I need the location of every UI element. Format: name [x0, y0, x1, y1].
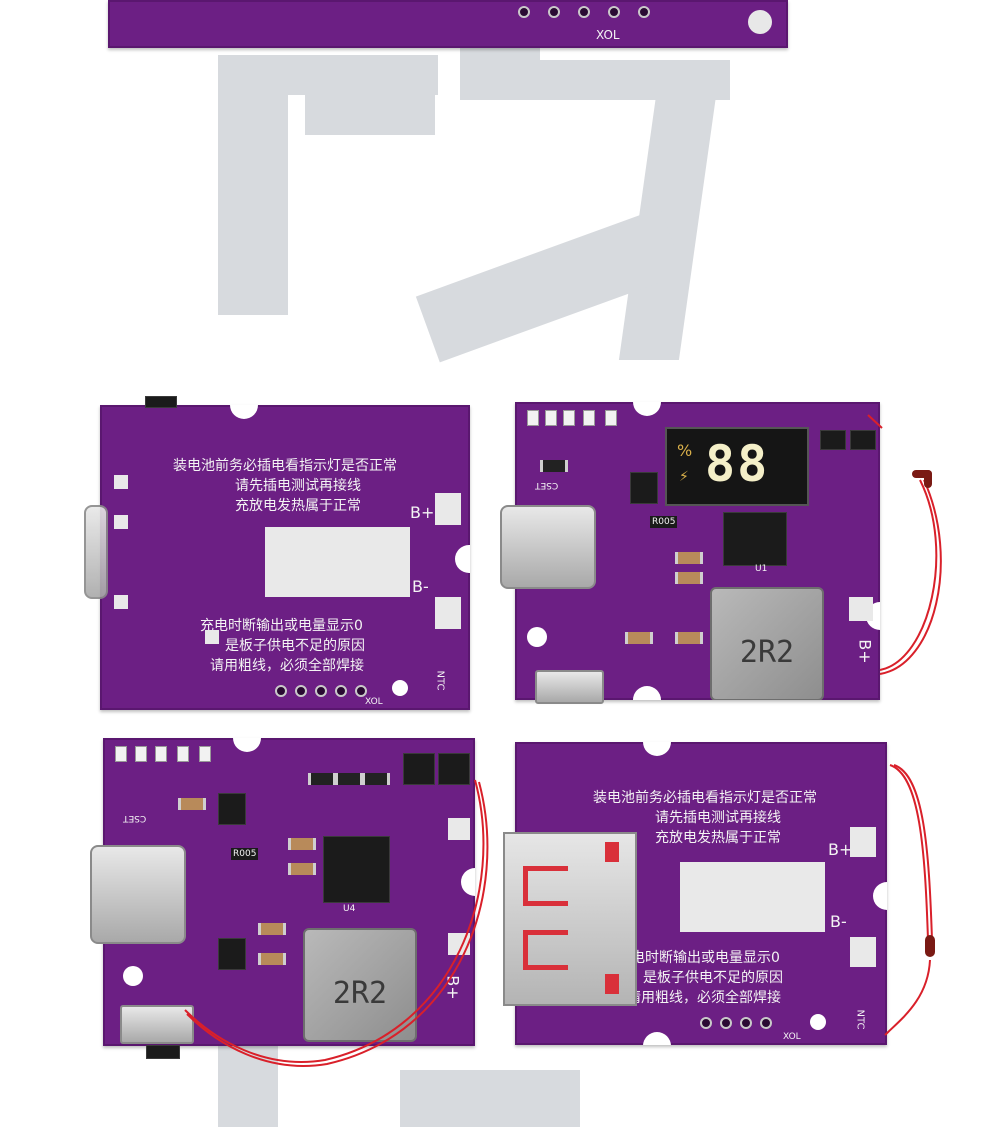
- thermistor-probe: [925, 935, 935, 957]
- warning-line-4: 充电时断输出或电量显示0: [200, 618, 363, 634]
- led-d1: [177, 746, 189, 762]
- led-d4: [527, 410, 539, 426]
- r005-label: R005: [231, 848, 259, 860]
- inductor-label: 2R2: [739, 635, 795, 671]
- warning-line-2: 请先插电测试再接线: [235, 478, 361, 494]
- led-d2: [155, 746, 167, 762]
- thermistor-wire: [184, 779, 489, 1067]
- pad-b-minus: [435, 597, 461, 629]
- pcb-board-top-partial: XOL: [108, 0, 788, 48]
- u1-label: U1: [755, 564, 768, 574]
- usb-a-port: [503, 832, 637, 1006]
- thermistor-probe: [924, 470, 932, 488]
- xol-label: XOL: [596, 28, 620, 42]
- switch-slider: [535, 670, 604, 704]
- ic-u1: [723, 512, 787, 566]
- display-percent-icon: %: [677, 441, 693, 460]
- usb-c-port: [90, 845, 186, 944]
- b-plus-label: B+: [828, 840, 853, 859]
- lightning-icon: ⚡: [679, 469, 689, 485]
- xol-label: XOL: [783, 1032, 801, 1042]
- warning-line-6: 请用粗线，必须全部焊接: [627, 990, 781, 1006]
- led-d3: [545, 410, 557, 426]
- ic-u4: [323, 836, 390, 903]
- ntc-label: NTC: [434, 670, 446, 691]
- led-d5: [605, 410, 617, 426]
- cset-label: CSET: [123, 813, 147, 823]
- xol-label: XOL: [365, 697, 383, 707]
- b-plus-label: B+: [410, 503, 435, 522]
- led-d5: [199, 746, 211, 762]
- warning-line-3: 充放电发热属于正常: [655, 830, 781, 846]
- b-minus-label: B-: [830, 912, 847, 931]
- thermistor-wire: [867, 414, 942, 675]
- center-pad: [680, 862, 825, 932]
- warning-line-5: 是板子供电不足的原因: [643, 970, 783, 986]
- led-d1: [583, 410, 595, 426]
- warning-line-4: 充电时断输出或电量显示0: [617, 950, 780, 966]
- display-digits: 88: [705, 435, 770, 493]
- thermistor-wire: [884, 764, 933, 1036]
- warning-line-1: 装电池前务必插电看指示灯是否正常: [593, 790, 817, 806]
- cset-label: CSET: [535, 480, 559, 490]
- switch-slider: [120, 1005, 194, 1044]
- warning-line-5: 是板子供电不足的原因: [225, 638, 365, 654]
- usb-c-port: [84, 505, 108, 599]
- warning-line-1: 装电池前务必插电看指示灯是否正常: [173, 458, 397, 474]
- led-d2: [563, 410, 575, 426]
- led-display: % ⚡ 88: [665, 427, 809, 506]
- b-minus-label: B-: [412, 577, 429, 596]
- ntc-label: NTC: [854, 1009, 866, 1030]
- pcb-board-1: 装电池前务必插电看指示灯是否正常 请先插电测试再接线 充放电发热属于正常 充电时…: [100, 405, 470, 710]
- led-d3: [135, 746, 147, 762]
- inductor: 2R2: [303, 928, 417, 1042]
- u4-label: U4: [343, 904, 356, 914]
- warning-line-2: 请先插电测试再接线: [655, 810, 781, 826]
- warning-line-6: 请用粗线，必须全部焊接: [210, 658, 364, 674]
- center-pad: [265, 527, 410, 597]
- switch-button: [146, 1045, 180, 1059]
- usb-c-port: [500, 505, 596, 589]
- inductor-label: 2R2: [332, 976, 388, 1012]
- warning-line-3: 充放电发热属于正常: [235, 498, 361, 514]
- r005-label: R005: [650, 516, 678, 528]
- inductor: 2R2: [710, 587, 824, 700]
- switch-button: [145, 396, 177, 408]
- pad-b-plus: [435, 493, 461, 525]
- led-d4: [115, 746, 127, 762]
